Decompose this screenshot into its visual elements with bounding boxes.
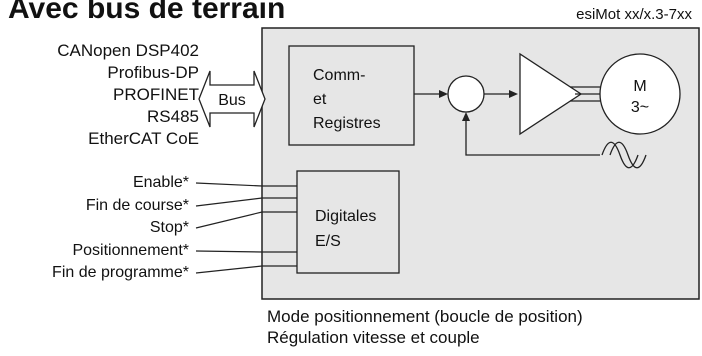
signal-fin-de-course: Fin de course* xyxy=(85,197,189,214)
protocol-profibus: Profibus-DP xyxy=(107,63,199,82)
protocol-ethercat: EtherCAT CoE xyxy=(88,129,199,148)
arrow-head-icon xyxy=(509,90,518,98)
signal-enable: Enable* xyxy=(132,174,189,191)
arrow-head-icon xyxy=(462,112,470,121)
comm-line-1: Comm- xyxy=(313,67,365,84)
sine-feedback-icon xyxy=(601,141,647,169)
amplifier-icon xyxy=(519,52,583,136)
io-line-1: Digitales xyxy=(315,208,376,225)
io-block xyxy=(296,170,400,274)
bus-double-arrow xyxy=(198,70,266,128)
model-label: esiMot xx/x.3-7xx xyxy=(576,6,692,23)
motor-icon xyxy=(599,53,681,135)
protocol-rs485: RS485 xyxy=(147,107,199,126)
signal-fin-de-programme: Fin de programme* xyxy=(52,264,189,281)
comm-block xyxy=(288,45,415,146)
signal-stop: Stop* xyxy=(149,219,189,236)
arrow-head-icon xyxy=(439,90,448,98)
bus-label: Bus xyxy=(218,92,246,109)
footer-line-1: Mode positionnement (boucle de position) xyxy=(267,307,583,326)
protocol-canopen: CANopen DSP402 xyxy=(57,41,199,60)
comm-line-2: et xyxy=(313,91,327,108)
summing-junction-icon xyxy=(447,75,485,113)
protocol-profinet: PROFINET xyxy=(113,85,199,104)
page-title: Avec bus de terrain xyxy=(8,0,286,25)
comm-line-3: Registres xyxy=(313,115,381,132)
signal-positionnement: Positionnement* xyxy=(72,242,189,259)
motor-label-m: M xyxy=(633,78,646,95)
io-line-2: E/S xyxy=(315,233,341,250)
footer-line-2: Régulation vitesse et couple xyxy=(267,328,480,347)
motor-label-3phase: 3~ xyxy=(631,99,649,116)
